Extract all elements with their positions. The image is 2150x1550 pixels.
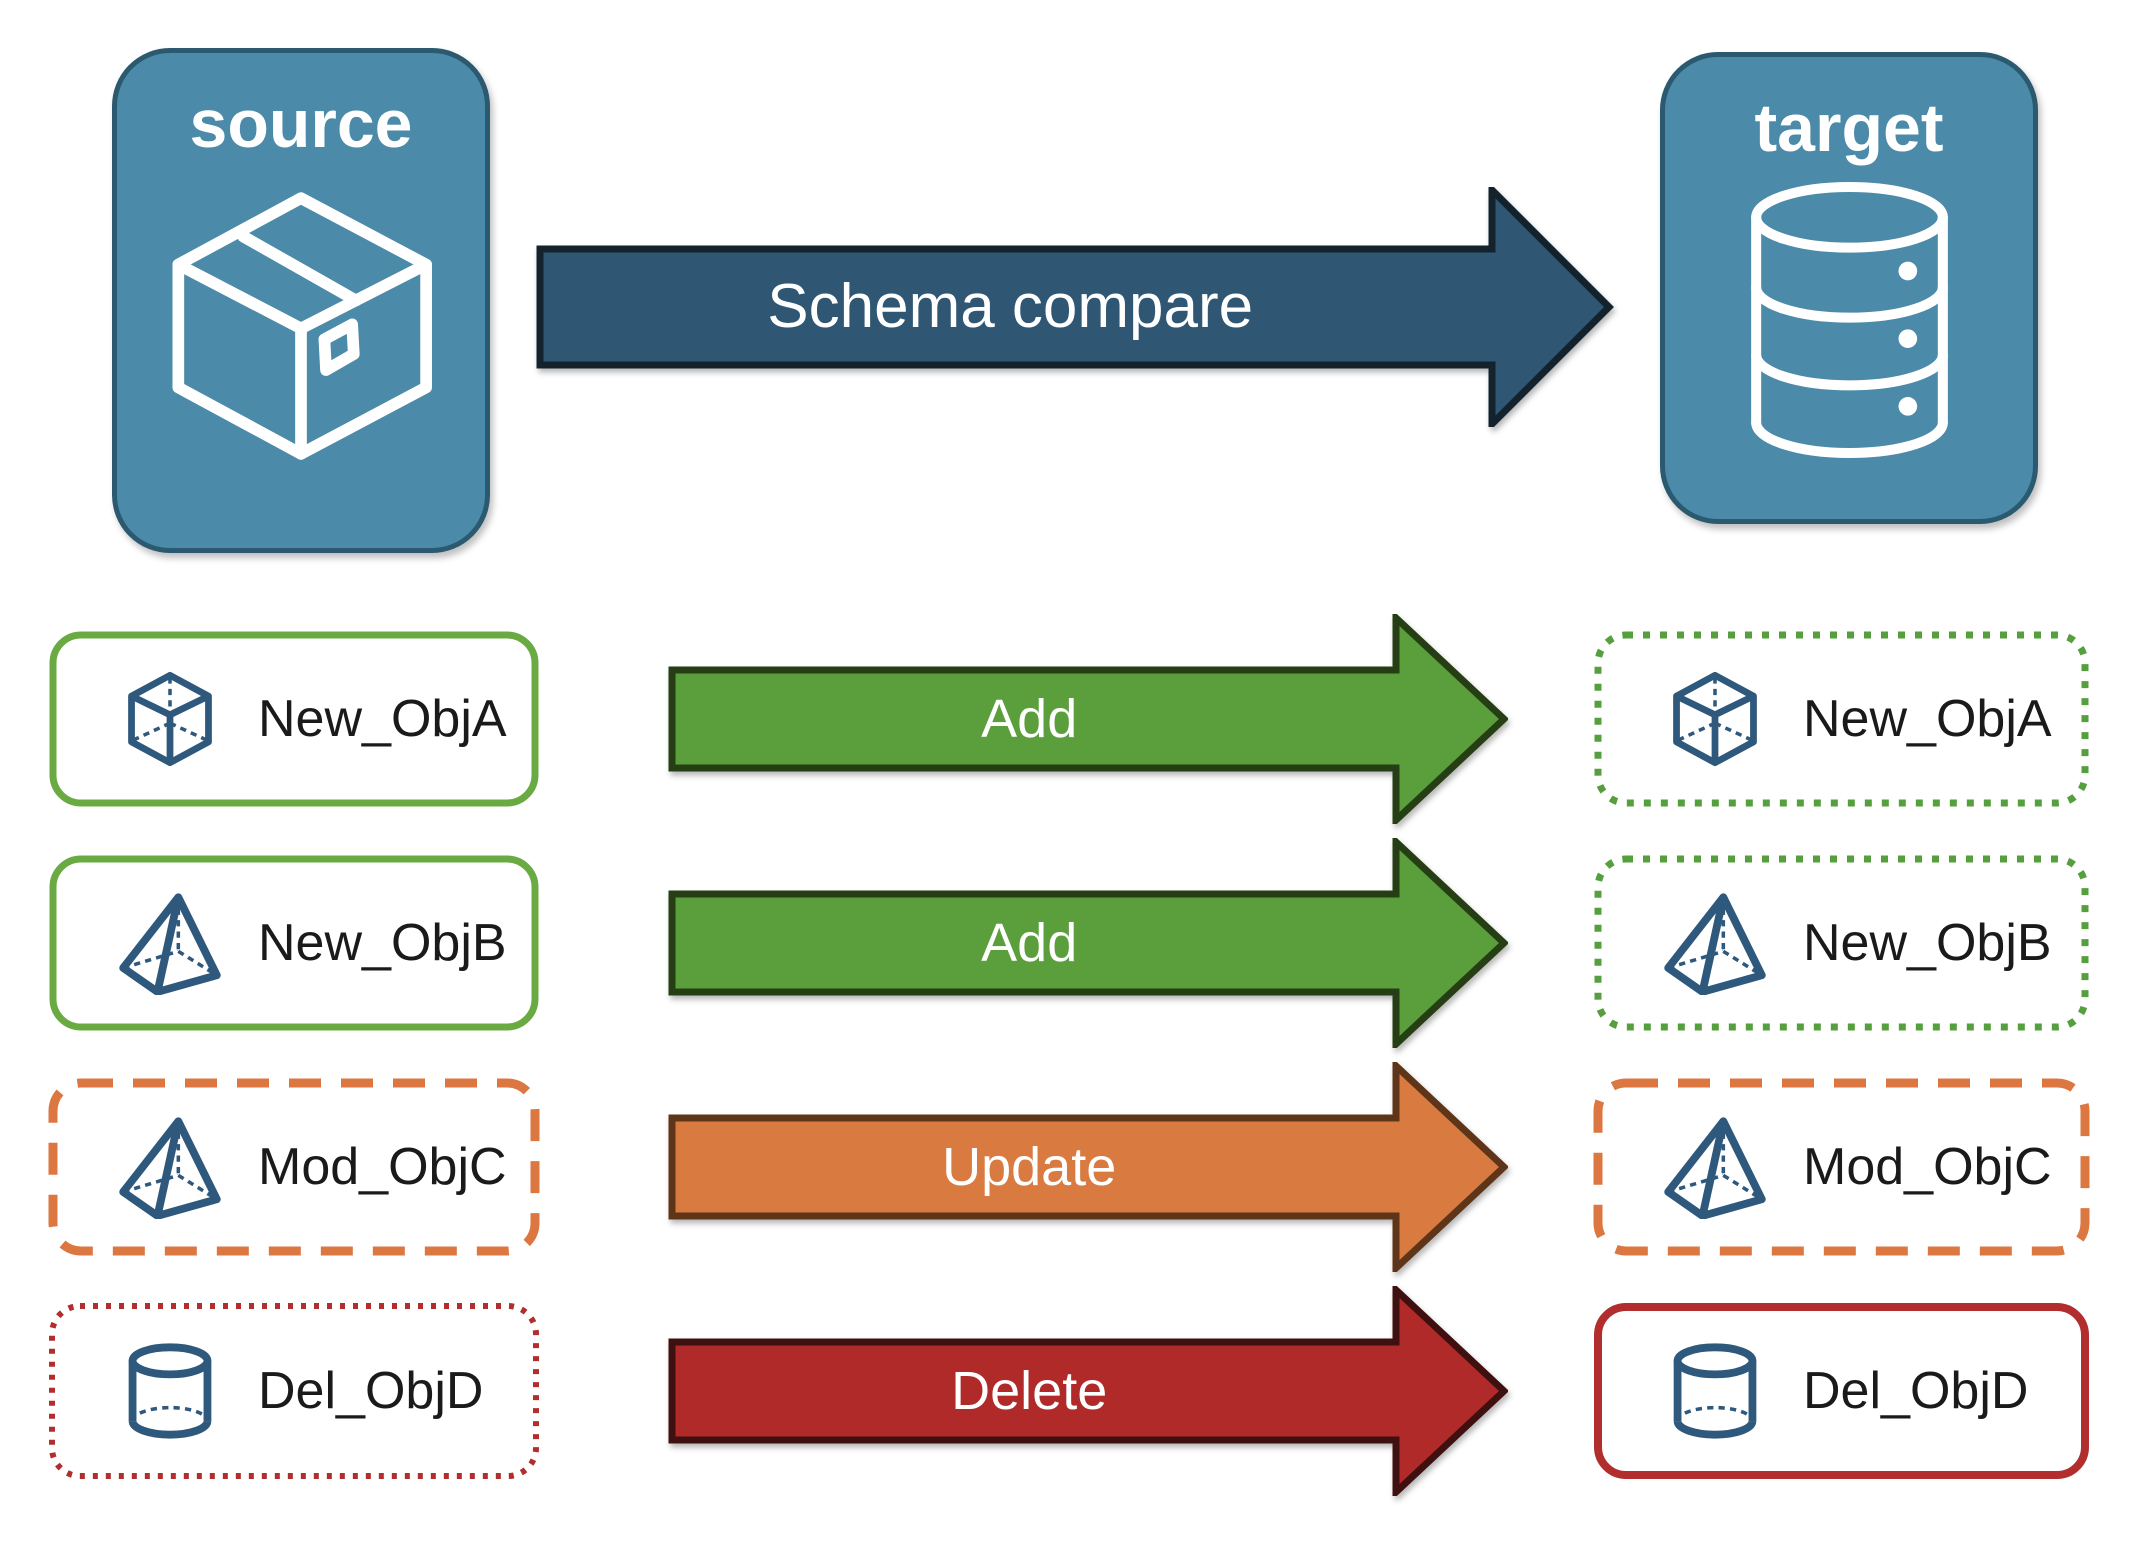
row1-source-card-border: [49, 631, 539, 807]
row2-target-object-label: New_ObjB: [1803, 914, 2052, 972]
source-label: source: [189, 86, 413, 162]
row1-target-object-label: New_ObjA: [1803, 690, 2052, 748]
row3-source-object-label: Mod_ObjC: [258, 1138, 507, 1196]
row2-action-arrow-shape: [668, 838, 1508, 1048]
schema-compare-label: Schema compare: [767, 272, 1254, 341]
row3-action-arrow: Update: [668, 1062, 1508, 1272]
schema-compare-arrow: Schema compare: [535, 187, 1615, 427]
package-icon: [172, 192, 432, 460]
row4-target-card-border: [1594, 1303, 2089, 1479]
row4-target-card: Del_ObjD: [1593, 1302, 2090, 1480]
row3-target-card-border: [1593, 1078, 2090, 1256]
row2-action-label: Add: [981, 913, 1078, 973]
pyramid-icon: [119, 1117, 221, 1219]
row1-action-label: Add: [981, 689, 1078, 749]
cylinder-icon: [128, 1343, 212, 1439]
database-icon: [1750, 181, 1948, 458]
source-panel: source: [112, 48, 490, 553]
row3-source-card: Mod_ObjC: [48, 1078, 540, 1256]
schema-compare-arrow-shape: [536, 187, 1614, 427]
pyramid-icon: [1664, 893, 1766, 995]
pyramid-icon: [1664, 1117, 1766, 1219]
row4-source-card: Del_ObjD: [48, 1302, 540, 1480]
row4-target-object-label: Del_ObjD: [1803, 1362, 2029, 1420]
row2-action-arrow: Add: [668, 838, 1508, 1048]
row1-target-card: New_ObjA: [1593, 630, 2090, 808]
row3-action-label: Update: [942, 1137, 1117, 1197]
row1-action-arrow-shape: [668, 614, 1508, 824]
row2-source-card-border: [49, 855, 539, 1031]
row4-action-arrow-shape: [668, 1286, 1508, 1496]
row3-target-object-label: Mod_ObjC: [1803, 1138, 2052, 1196]
row4-action-label: Delete: [951, 1361, 1108, 1421]
row4-action-arrow: Delete: [668, 1286, 1508, 1496]
row2-target-card-border: [1594, 855, 2089, 1031]
pyramid-icon: [119, 893, 221, 995]
row3-action-arrow-shape: [668, 1062, 1508, 1272]
target-panel: target: [1660, 52, 2038, 524]
cube-icon: [128, 671, 212, 767]
row4-source-object-label: Del_ObjD: [258, 1362, 484, 1420]
row1-source-object-label: New_ObjA: [258, 690, 507, 748]
row1-source-card: New_ObjA: [48, 630, 540, 808]
row2-source-card: New_ObjB: [48, 854, 540, 1032]
row2-source-object-label: New_ObjB: [258, 914, 507, 972]
row1-target-card-border: [1594, 631, 2089, 807]
row2-target-card: New_ObjB: [1593, 854, 2090, 1032]
row3-source-card-border: [48, 1078, 540, 1256]
row4-source-card-border: [49, 1303, 539, 1479]
cube-icon: [1673, 671, 1757, 767]
row1-action-arrow: Add: [668, 614, 1508, 824]
row3-target-card: Mod_ObjC: [1593, 1078, 2090, 1256]
cylinder-icon: [1673, 1343, 1757, 1439]
target-label: target: [1754, 90, 1944, 166]
